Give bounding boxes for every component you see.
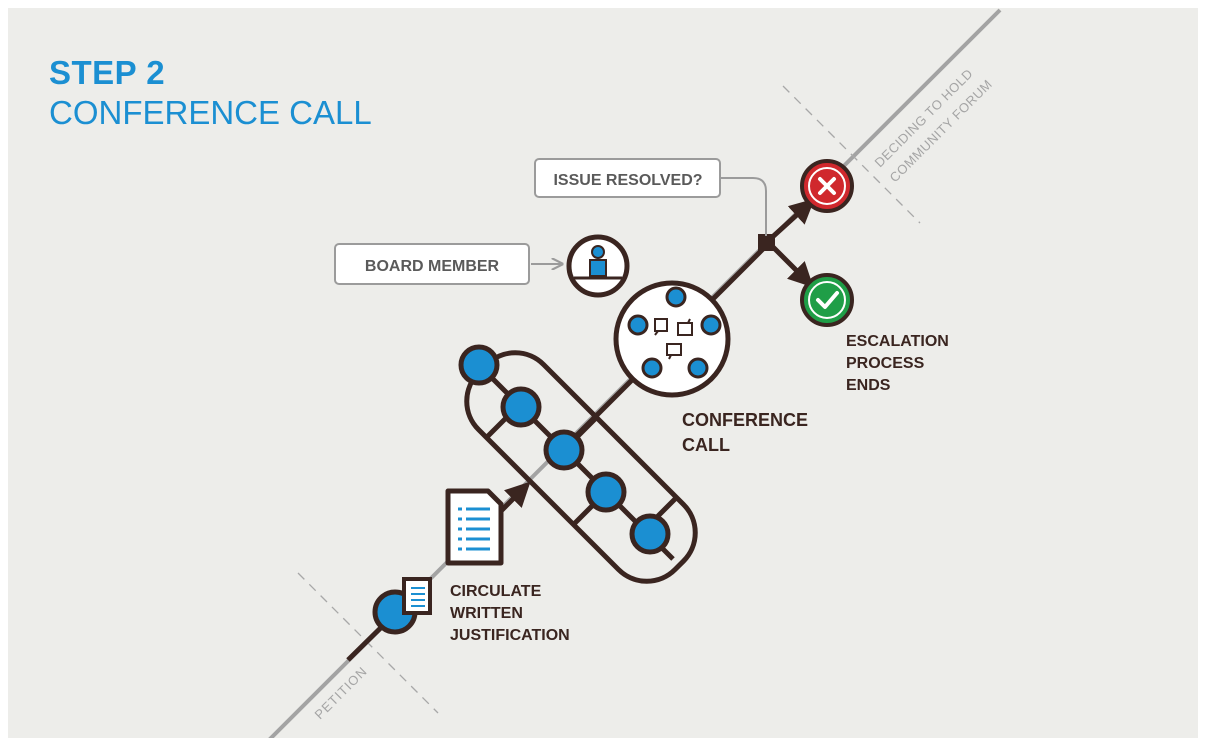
group-member-1 bbox=[458, 344, 500, 386]
path-call-to-decision bbox=[710, 247, 765, 302]
path-to-reject bbox=[766, 198, 815, 243]
small-document-icon bbox=[402, 577, 432, 615]
chat-bubbles-icon bbox=[654, 318, 693, 360]
check-circle-icon bbox=[800, 273, 854, 327]
conference-label: CONFERENCE CALL bbox=[682, 410, 808, 455]
document-icon bbox=[445, 488, 504, 566]
conference-line-2: CALL bbox=[682, 435, 730, 455]
escalation-line-1: ESCALATION bbox=[846, 333, 949, 350]
x-circle-icon bbox=[800, 159, 854, 213]
step-number: STEP 2 bbox=[49, 54, 166, 91]
diagram-canvas: STEP 2 CONFERENCE CALL PETITION DECIDING… bbox=[8, 8, 1198, 738]
circulate-label: CIRCULATE WRITTEN JUSTIFICATION bbox=[450, 583, 570, 644]
issue-resolved-label: ISSUE RESOLVED? bbox=[553, 172, 702, 189]
issue-resolved-callout: ISSUE RESOLVED? bbox=[534, 158, 767, 236]
escalation-line-2: PROCESS bbox=[846, 355, 925, 372]
group-member-3 bbox=[543, 429, 585, 471]
circulate-line-2: WRITTEN bbox=[450, 605, 523, 622]
decision-node bbox=[758, 234, 775, 251]
group-member-5 bbox=[629, 513, 671, 555]
petition-label: PETITION bbox=[312, 663, 371, 722]
group-member-4 bbox=[585, 471, 627, 513]
board-member-node bbox=[566, 234, 630, 298]
circulate-line-1: CIRCULATE bbox=[450, 583, 542, 600]
board-member-callout: BOARD MEMBER bbox=[334, 243, 561, 285]
escalation-label: ESCALATION PROCESS ENDS bbox=[846, 333, 949, 394]
conference-call-node bbox=[613, 280, 731, 398]
process-diagram: PETITION DECIDING TO HOLD COMMUNITY FORU… bbox=[268, 8, 1002, 738]
member-group bbox=[458, 344, 698, 584]
circulate-line-3: JUSTIFICATION bbox=[450, 627, 570, 644]
group-member-2 bbox=[500, 386, 542, 428]
end-boundary-line bbox=[782, 85, 921, 224]
escalation-line-3: ENDS bbox=[846, 377, 891, 394]
conference-line-1: CONFERENCE bbox=[682, 410, 808, 430]
page-title: CONFERENCE CALL bbox=[49, 94, 372, 131]
board-member-label: BOARD MEMBER bbox=[365, 258, 500, 275]
person-icon bbox=[589, 245, 607, 277]
